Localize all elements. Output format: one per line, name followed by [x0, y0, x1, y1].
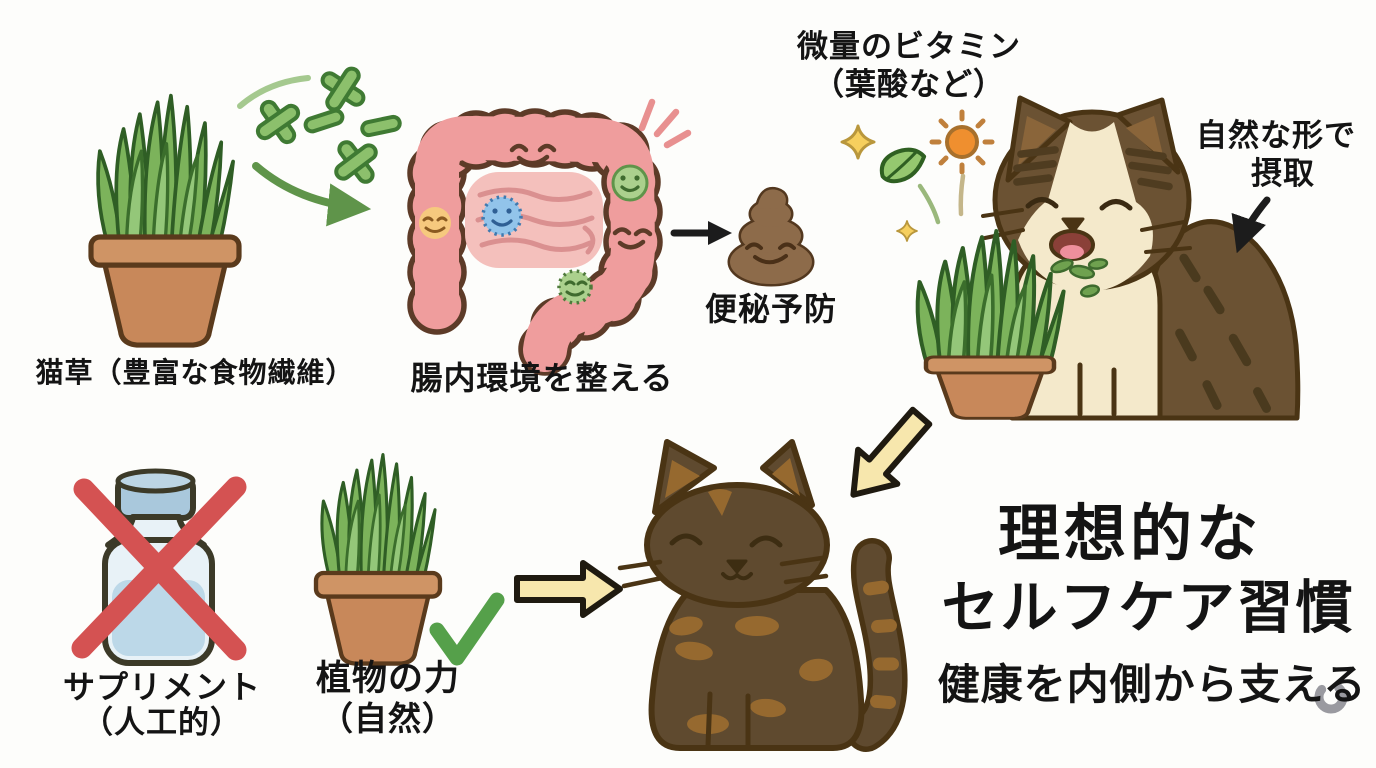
label-plant-power-line1: 植物の力	[315, 659, 461, 699]
yellow-arrow-right-icon	[514, 560, 623, 618]
right-arrow-icon	[670, 221, 732, 245]
cat-eating-grass-icon	[918, 95, 1301, 418]
label-supplement-line1: サプリメント	[62, 668, 262, 706]
leaf-icon	[879, 147, 927, 184]
gray-crescent-icon	[1314, 680, 1348, 714]
sparkle-icon	[840, 124, 918, 242]
label-constipation-prevention: 便秘予防	[704, 290, 838, 328]
sparkle-burst-icon	[638, 98, 692, 149]
label-supplement-line2: （人工的）	[82, 705, 242, 741]
label-gut-environment: 腸内環境を整える	[410, 359, 674, 397]
label-cat-grass: 猫草（豊富な食物繊維）	[35, 356, 355, 389]
bacteria-icons	[419, 164, 649, 305]
intestine-icon	[407, 108, 663, 376]
yellow-arrow-downleft-icon	[850, 406, 933, 498]
falling-grass-bits-icon	[917, 173, 966, 225]
happy-cat-icon	[617, 439, 908, 752]
label-plant-power-line2: （自然）	[320, 699, 456, 738]
main-title-line1: 理想的な	[997, 497, 1263, 570]
fiber-bits-icon	[251, 61, 402, 188]
red-cross-icon	[71, 476, 247, 661]
label-trace-vitamins-line1: 微量のビタミン	[797, 29, 1021, 65]
poop-icon	[727, 186, 815, 287]
plant-power-pot-icon	[316, 455, 440, 664]
main-subtitle: 健康を内側から支える	[937, 660, 1367, 709]
label-natural-intake-line2: 摂取	[1251, 156, 1315, 192]
checkmark-icon	[429, 592, 505, 666]
main-title-line2: セルフケア習慣	[941, 575, 1355, 641]
cat-grass-pot-icon	[91, 96, 239, 345]
sun-icon	[929, 109, 995, 175]
curved-down-arrow-icon	[1231, 196, 1271, 254]
label-natural-intake-line1: 自然な形で	[1196, 118, 1356, 154]
label-trace-vitamins-line2: （葉酸など）	[813, 67, 1005, 103]
